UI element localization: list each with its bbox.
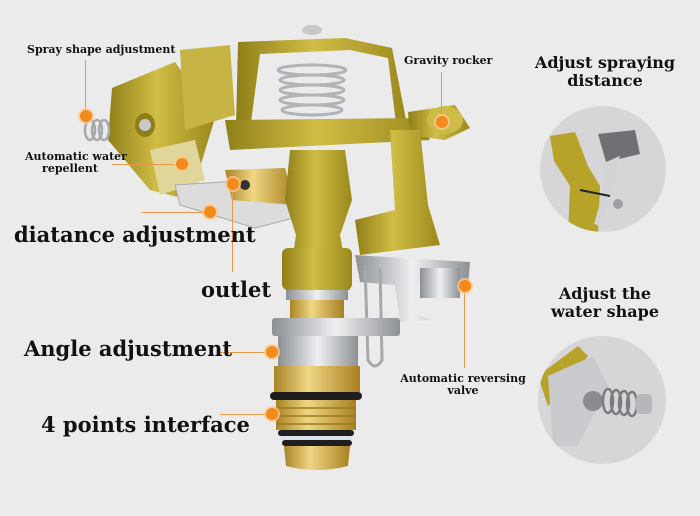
inset-photo-water-shape (538, 336, 666, 464)
label-outlet: outlet (201, 277, 272, 302)
marker-dot-outlet[interactable] (227, 178, 239, 190)
label-angle-adjustment: Angle adjustment (24, 336, 233, 361)
label-line-2: valve (447, 384, 479, 398)
leader-line-spray-shape (85, 60, 86, 112)
inset-photo-spraying-distance (540, 106, 666, 232)
inset-title-line-2: distance (567, 70, 643, 90)
marker-dot-water-repellent[interactable] (176, 158, 188, 170)
inset-title-water-shape: Adjust the water shape (520, 285, 690, 320)
label-spray-shape-adjustment: Spray shape adjustment (27, 43, 176, 56)
inset-title-line-1: Adjust spraying (534, 53, 676, 72)
leader-line-outlet (232, 190, 233, 272)
leader-line-gravity-rocker (441, 72, 442, 118)
marker-dot-reversing-valve[interactable] (459, 280, 471, 292)
inset-title-line-2: water shape (550, 301, 660, 321)
leader-line-interface (220, 414, 270, 415)
marker-dot-distance[interactable] (204, 206, 216, 218)
label-automatic-water-repellent: Automatic water repellent (25, 150, 127, 176)
label-line-2: repellent (42, 162, 98, 176)
inset-title-line-1: Adjust the (558, 284, 652, 303)
label-distance-adjustment: diatance adjustment (14, 222, 256, 247)
label-gravity-rocker: Gravity rocker (404, 54, 493, 67)
marker-dot-spray-shape[interactable] (80, 110, 92, 122)
label-line-1: Automatic reversing (400, 372, 526, 385)
label-line-1: Automatic water (25, 150, 127, 163)
leader-line-water-repellent (112, 164, 180, 165)
label-automatic-reversing-valve: Automatic reversing valve (398, 372, 528, 398)
label-4-points-interface: 4 points interface (41, 412, 250, 437)
marker-dot-gravity-rocker[interactable] (436, 116, 448, 128)
leader-line-angle (220, 352, 270, 353)
inset-title-spraying-distance: Adjust spraying distance (520, 54, 690, 89)
marker-dot-interface[interactable] (266, 408, 278, 420)
leader-line-distance (142, 212, 208, 213)
leader-line-reversing-valve (464, 292, 465, 368)
marker-dot-angle[interactable] (266, 346, 278, 358)
